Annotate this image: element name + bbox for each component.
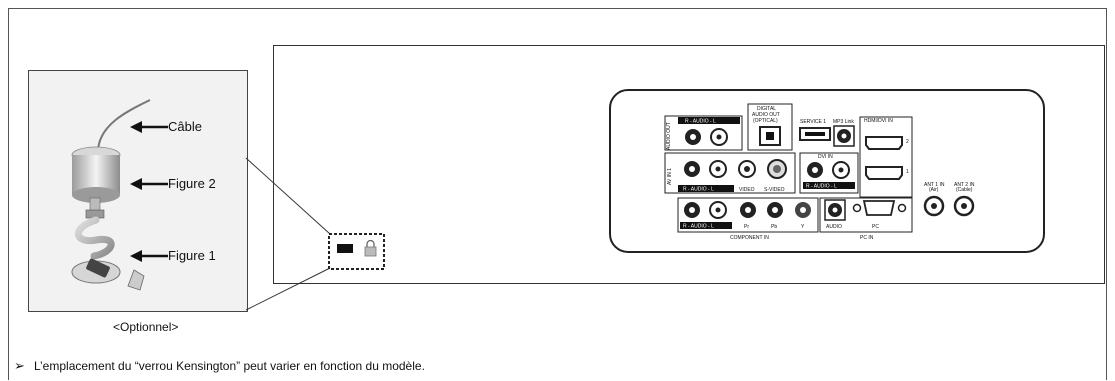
zoom-line-bottom [245,267,331,311]
service-port: SERVICE 1 [799,119,831,141]
svg-text:(Cable): (Cable) [956,187,973,193]
label-figure-1: Figure 1 [168,248,216,263]
svg-text:R - AUDIO - L: R - AUDIO - L [683,224,714,230]
audio-out-audio-label: R - AUDIO - L [685,119,716,125]
kensington-inset-box [28,70,248,312]
key-icon [127,269,145,291]
svg-text:(Air): (Air) [929,187,939,193]
note-text: L’emplacement du “verrou Kensington” peu… [34,359,425,373]
svg-text:PC: PC [872,224,879,230]
optional-caption: <Optionnel> [113,320,179,334]
audio-out-group: R - AUDIO - L AUDIO OUT [664,115,743,151]
svg-text:2: 2 [906,139,909,145]
kensington-slot [328,233,385,270]
dvi-in-group: DVI IN R - AUDIO - L [799,152,859,194]
pc-in-group: AUDIO PC PC IN [819,197,913,241]
cable-loop [74,216,115,260]
svg-text:R - AUDIO - L: R - AUDIO - L [806,184,837,190]
rear-connector-panel: R - AUDIO - L AUDIO OUT AV IN 1 R - AUDI… [609,89,1045,253]
svg-text:DVI IN: DVI IN [818,154,833,160]
svg-text:(OPTICAL): (OPTICAL) [753,118,778,124]
svg-text:COMPONENT IN: COMPONENT IN [730,235,769,241]
label-cable: Câble [168,119,202,134]
av-in-group: AV IN 1 R - AUDIO - L VIDEO S-VIDEO [664,152,796,194]
antenna-inputs: ANT 1 IN (Air) ANT 2 IN (Cable) [923,182,975,217]
digital-audio-out: DIGITAL AUDIO OUT (OPTICAL) [747,103,793,151]
kensington-lock-illustration [71,99,151,291]
svg-text:Pr: Pr [744,224,749,230]
av-in-video-label: VIDEO [739,187,755,193]
audio-out-label: AUDIO OUT [666,122,672,150]
svg-text:HDMI/DVI IN: HDMI/DVI IN [864,118,893,124]
label-figure-2: Figure 2 [168,176,216,191]
svg-text:AUDIO: AUDIO [826,224,842,230]
svg-text:MP3 Link: MP3 Link [833,119,854,125]
outer-frame [8,8,1107,380]
svg-text:Pb: Pb [771,224,777,230]
av-in-audio-label: R - AUDIO - L [683,187,714,193]
svg-text:1: 1 [906,169,909,175]
note-bullet-icon: ➢ [14,358,25,373]
svg-text:SERVICE 1: SERVICE 1 [800,119,826,125]
svg-text:Y: Y [801,224,805,230]
svg-text:PC IN: PC IN [860,235,874,241]
svg-text:ANT 2 IN: ANT 2 IN [954,182,975,188]
zoom-line-top [245,157,331,235]
av-in-label: AV IN 1 [667,168,673,185]
svg-text:ANT 1 IN: ANT 1 IN [924,182,945,188]
svg-text:DIGITAL: DIGITAL [757,106,776,112]
hdmi-group: HDMI/DVI IN 2 1 [859,116,913,198]
component-in-group: R - AUDIO - L Pr Pb Y COMPONENT IN [677,197,819,241]
cable-wire [97,99,151,151]
mp3-link-port: MP3 Link [833,119,855,147]
av-in-svideo-label: S-VIDEO [764,187,785,193]
svg-text:AUDIO OUT: AUDIO OUT [752,112,780,118]
label-arrows [130,121,168,262]
